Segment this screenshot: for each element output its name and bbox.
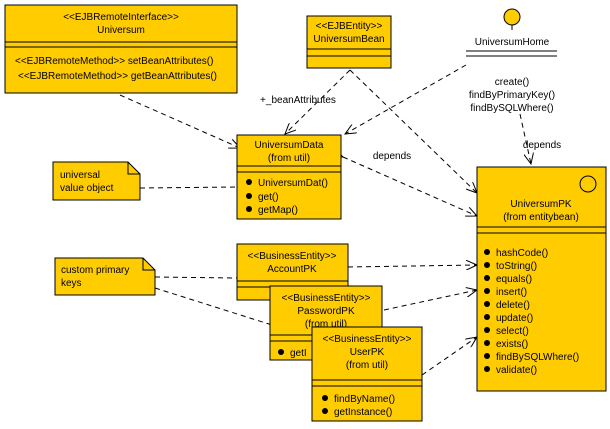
class-method: update() bbox=[496, 313, 533, 324]
class-stereotype: <<EJBRemoteInterface>> bbox=[63, 12, 179, 23]
interface-circle-icon bbox=[579, 175, 597, 193]
class-package: (from util) bbox=[305, 319, 347, 330]
interface-name: UniversumHome bbox=[475, 37, 550, 48]
class-method: UniversumDat() bbox=[258, 178, 328, 189]
class-method: hashCode() bbox=[496, 248, 548, 259]
note-text: custom primary bbox=[61, 265, 129, 276]
class-user-pk[interactable]: <<BusinessEntity>> UserPK (from util) fi… bbox=[311, 326, 423, 422]
method-bullet-icon bbox=[484, 366, 490, 372]
method-bullet-icon bbox=[484, 314, 490, 320]
class-method: findByName() bbox=[334, 394, 395, 405]
method-bullet-icon bbox=[322, 408, 328, 414]
method-bullet-icon bbox=[322, 395, 328, 401]
class-name: UserPK bbox=[350, 347, 385, 358]
note-custom-keys: custom primary keys bbox=[54, 257, 156, 296]
dep-universum-to-data bbox=[119, 94, 240, 148]
class-stereotype: <<BusinessEntity>> bbox=[323, 334, 412, 345]
label-depends-home: depends bbox=[523, 140, 561, 151]
method-bullet-icon bbox=[484, 275, 490, 281]
class-universum-bean[interactable]: <<EJBEntity>> UniversumBean bbox=[306, 15, 392, 69]
dep-home-to-pk bbox=[519, 113, 531, 164]
method-bullet-icon bbox=[246, 193, 252, 199]
class-name: UniversumBean bbox=[313, 34, 384, 45]
dep-bean-to-pk bbox=[349, 69, 477, 193]
note-link-account bbox=[154, 276, 238, 279]
class-method: delete() bbox=[496, 300, 530, 311]
interface-universum-home[interactable]: UniversumHome create() findByPrimaryKey(… bbox=[466, 8, 557, 114]
dep-account-to-pk bbox=[347, 265, 477, 267]
method-bullet-icon bbox=[484, 249, 490, 255]
class-method: getInstance() bbox=[334, 407, 392, 418]
class-method: toString() bbox=[496, 261, 537, 272]
class-method: getI bbox=[290, 348, 307, 359]
class-name: UniversumData bbox=[255, 140, 324, 151]
method-list: hashCode() toString() equals() insert() … bbox=[484, 248, 579, 376]
note-text: value object bbox=[60, 183, 114, 194]
class-method: select() bbox=[496, 326, 529, 337]
class-method: insert() bbox=[496, 287, 527, 298]
class-package: (from util) bbox=[268, 153, 310, 164]
class-method: get() bbox=[258, 192, 279, 203]
method-bullet-icon bbox=[246, 179, 252, 185]
method-bullet-icon bbox=[484, 301, 490, 307]
class-name: UniversumPK bbox=[510, 199, 571, 210]
dep-user-to-pk bbox=[421, 337, 477, 376]
class-method: findBySQLWhere() bbox=[496, 352, 579, 363]
note-universal: universal value object bbox=[52, 161, 141, 201]
class-stereotype: <<BusinessEntity>> bbox=[248, 251, 337, 262]
label-bean-attributes: +_beanAttributes bbox=[260, 95, 336, 106]
interface-method: findByPrimaryKey() bbox=[469, 90, 555, 101]
class-universum[interactable]: <<EJBRemoteInterface>> Universum <<EJBRe… bbox=[4, 4, 238, 94]
method-bullet-icon bbox=[484, 340, 490, 346]
label-depends-data: depends bbox=[373, 151, 411, 162]
class-name: AccountPK bbox=[267, 264, 317, 275]
class-package: (from entitybean) bbox=[503, 212, 579, 223]
class-method: getMap() bbox=[258, 205, 298, 216]
method-bullet-icon bbox=[484, 353, 490, 359]
note-link-universal bbox=[139, 186, 238, 189]
class-universum-pk[interactable]: UniversumPK (from entitybean) hashCode()… bbox=[476, 166, 607, 392]
class-package: (from util) bbox=[346, 360, 388, 371]
dep-data-pk bbox=[343, 157, 477, 216]
dep-password-to-pk bbox=[383, 290, 477, 311]
class-method: <<EJBRemoteMethod>> setBeanAttributes() bbox=[15, 56, 213, 67]
method-bullet-icon bbox=[484, 262, 490, 268]
class-method: exists() bbox=[496, 339, 528, 350]
interface-method: findBySQLWhere() bbox=[470, 103, 553, 114]
class-stereotype: <<EJBEntity>> bbox=[316, 21, 383, 32]
method-bullet-icon bbox=[246, 206, 252, 212]
note-text: universal bbox=[60, 170, 100, 181]
interface-circle-icon bbox=[503, 8, 521, 26]
dep-home-to-data bbox=[345, 64, 467, 134]
method-bullet-icon bbox=[484, 327, 490, 333]
assoc-bean-to-data bbox=[285, 69, 351, 134]
note-link-password bbox=[154, 287, 273, 326]
method-bullet-icon bbox=[484, 288, 490, 294]
class-method: validate() bbox=[496, 365, 537, 376]
class-stereotype: <<BusinessEntity>> bbox=[282, 293, 371, 304]
class-method: <<EJBRemoteMethod>> getBeanAttributes() bbox=[18, 71, 217, 82]
class-method: equals() bbox=[496, 274, 532, 285]
interface-method: create() bbox=[495, 77, 529, 88]
class-name: Universum bbox=[97, 25, 145, 36]
method-bullet-icon bbox=[278, 349, 284, 355]
note-text: keys bbox=[61, 278, 82, 289]
connectors bbox=[119, 64, 531, 376]
class-name: PasswordPK bbox=[297, 306, 355, 317]
class-universum-data[interactable]: UniversumData (from util) UniversumDat()… bbox=[236, 134, 342, 220]
